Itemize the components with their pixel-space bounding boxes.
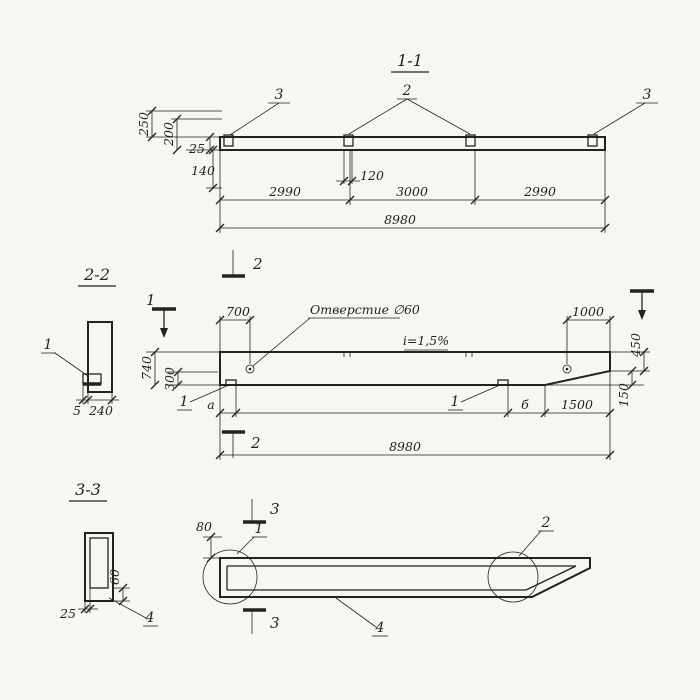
callout-4-plan: 4 [375, 620, 385, 636]
callout-2-plan: 2 [541, 515, 551, 531]
hole-note-label: Отверстие ∅60 [310, 302, 420, 317]
bearing-plate-mid [497, 379, 509, 386]
dim-250: 250 [136, 112, 151, 137]
section-2-2-title: 2-2 [83, 265, 110, 284]
dim-150: 150 [616, 383, 631, 407]
detail-circle-right [487, 551, 539, 603]
marker-3-bottom-label: 3 [270, 614, 280, 632]
left-end-dims: 740 300 [139, 347, 220, 391]
section-1-marker-right [630, 289, 654, 320]
cross-section-3-3-inner [89, 537, 109, 589]
dim-5: 5 [73, 403, 81, 418]
embedded-plates [223, 134, 598, 147]
section-2-2-dims: 5 240 [73, 384, 119, 418]
beam-plan-inner-lines [226, 565, 577, 591]
dim-200: 200 [161, 122, 176, 147]
section-3-marker-bottom: 3 [243, 608, 280, 634]
marker-3-top-label: 3 [270, 500, 280, 518]
right-end-dims: 450 150 [545, 333, 650, 407]
dim-60: 60 [107, 569, 122, 585]
dim-450: 450 [628, 333, 643, 358]
dim-25-wall: 25 [59, 606, 76, 621]
callout-1-plan: 1 [255, 521, 264, 537]
callout-1-leader: 1 [41, 337, 89, 377]
dim-1000: 1000 [572, 304, 604, 319]
dim-120: 120 [360, 168, 384, 183]
section-3-3-title: 3-3 [75, 480, 101, 499]
marker-2-top-label: 2 [252, 255, 263, 273]
dim-25: 25 [188, 141, 205, 156]
dim-span-2990-2: 2990 [523, 184, 556, 199]
detail-circle-left [202, 549, 258, 605]
down-arrow-icon [638, 310, 646, 320]
section-2-marker-top: 2 [222, 250, 263, 278]
callout-leaders: 3 2 3 [229, 83, 658, 136]
callout-1-bearing-mid: 1 [451, 394, 460, 410]
callout-1-bearing-left: 1 [180, 394, 189, 410]
section-2-marker-bottom: 2 [222, 430, 261, 458]
beam-plan-outline [219, 557, 591, 598]
slope-note: i=1,5% [403, 333, 449, 351]
left-dimensions: 250 200 25 140 [136, 106, 222, 193]
marker-2-bottom-label: 2 [250, 434, 261, 452]
top-edge-marks [343, 352, 473, 357]
dim-span-2990-1: 2990 [268, 184, 301, 199]
bottom-dimensions: 120 2990 3000 2990 8980 [215, 150, 610, 233]
slope-label: i=1,5% [403, 333, 449, 348]
section-3-3-dims: 60 25 [59, 569, 130, 621]
section-1-1-title: 1-1 [397, 51, 423, 70]
beam-elevation [219, 351, 611, 386]
dim-140: 140 [191, 163, 215, 178]
dim-total-8980-top: 8980 [384, 212, 416, 227]
down-arrow-icon [160, 328, 168, 338]
dim-700: 700 [226, 304, 250, 319]
callout-1-label: 1 [44, 337, 53, 353]
view-elevation: 2 1 [139, 250, 654, 460]
dim-a: а [207, 397, 214, 412]
view-plan: 3 1 2 4 80 [196, 499, 591, 637]
cross-section-3-3-outer [84, 532, 114, 602]
callout-4-leader: 4 [108, 597, 158, 627]
dim-80-group: 80 [196, 519, 222, 563]
dim-span-3000: 3000 [396, 184, 428, 199]
dim-240: 240 [88, 403, 113, 418]
dim-total-8980-elev: 8980 [389, 439, 421, 454]
dim-740: 740 [139, 356, 154, 380]
view-section-3-3: 3-3 60 25 4 [59, 480, 158, 627]
hole-right [562, 364, 572, 374]
dim-80: 80 [196, 519, 212, 534]
dim-300: 300 [162, 367, 177, 391]
hole-note: Отверстие ∅60 [252, 302, 420, 367]
marker-1-left-label: 1 [146, 291, 156, 309]
callout-4-label: 4 [145, 610, 155, 626]
view-section-1-1: 1-1 3 2 3 [136, 51, 658, 233]
bearing-plate-left [225, 379, 237, 386]
cross-section-2-2 [87, 321, 113, 393]
beam-top-chord [219, 136, 606, 151]
elevation-bottom-dims: а б 1500 8980 [207, 371, 615, 460]
dim-b: б [521, 397, 529, 412]
callout-2-mid: 2 [402, 83, 412, 99]
callout-3-left: 3 [275, 87, 284, 103]
plan-callouts: 1 2 4 [236, 515, 554, 637]
view-section-2-2: 2-2 1 5 240 [41, 265, 119, 418]
section-1-marker-left: 1 [146, 291, 176, 338]
callout-3-right: 3 [643, 87, 652, 103]
dim-1500: 1500 [561, 397, 593, 412]
section-3-marker-top: 3 [243, 499, 280, 524]
hole-location-dims: 700 1000 [215, 304, 615, 364]
bearing-plate-section [82, 373, 102, 386]
hole-left [245, 364, 255, 374]
bearing-callouts: 1 1 [177, 384, 501, 411]
